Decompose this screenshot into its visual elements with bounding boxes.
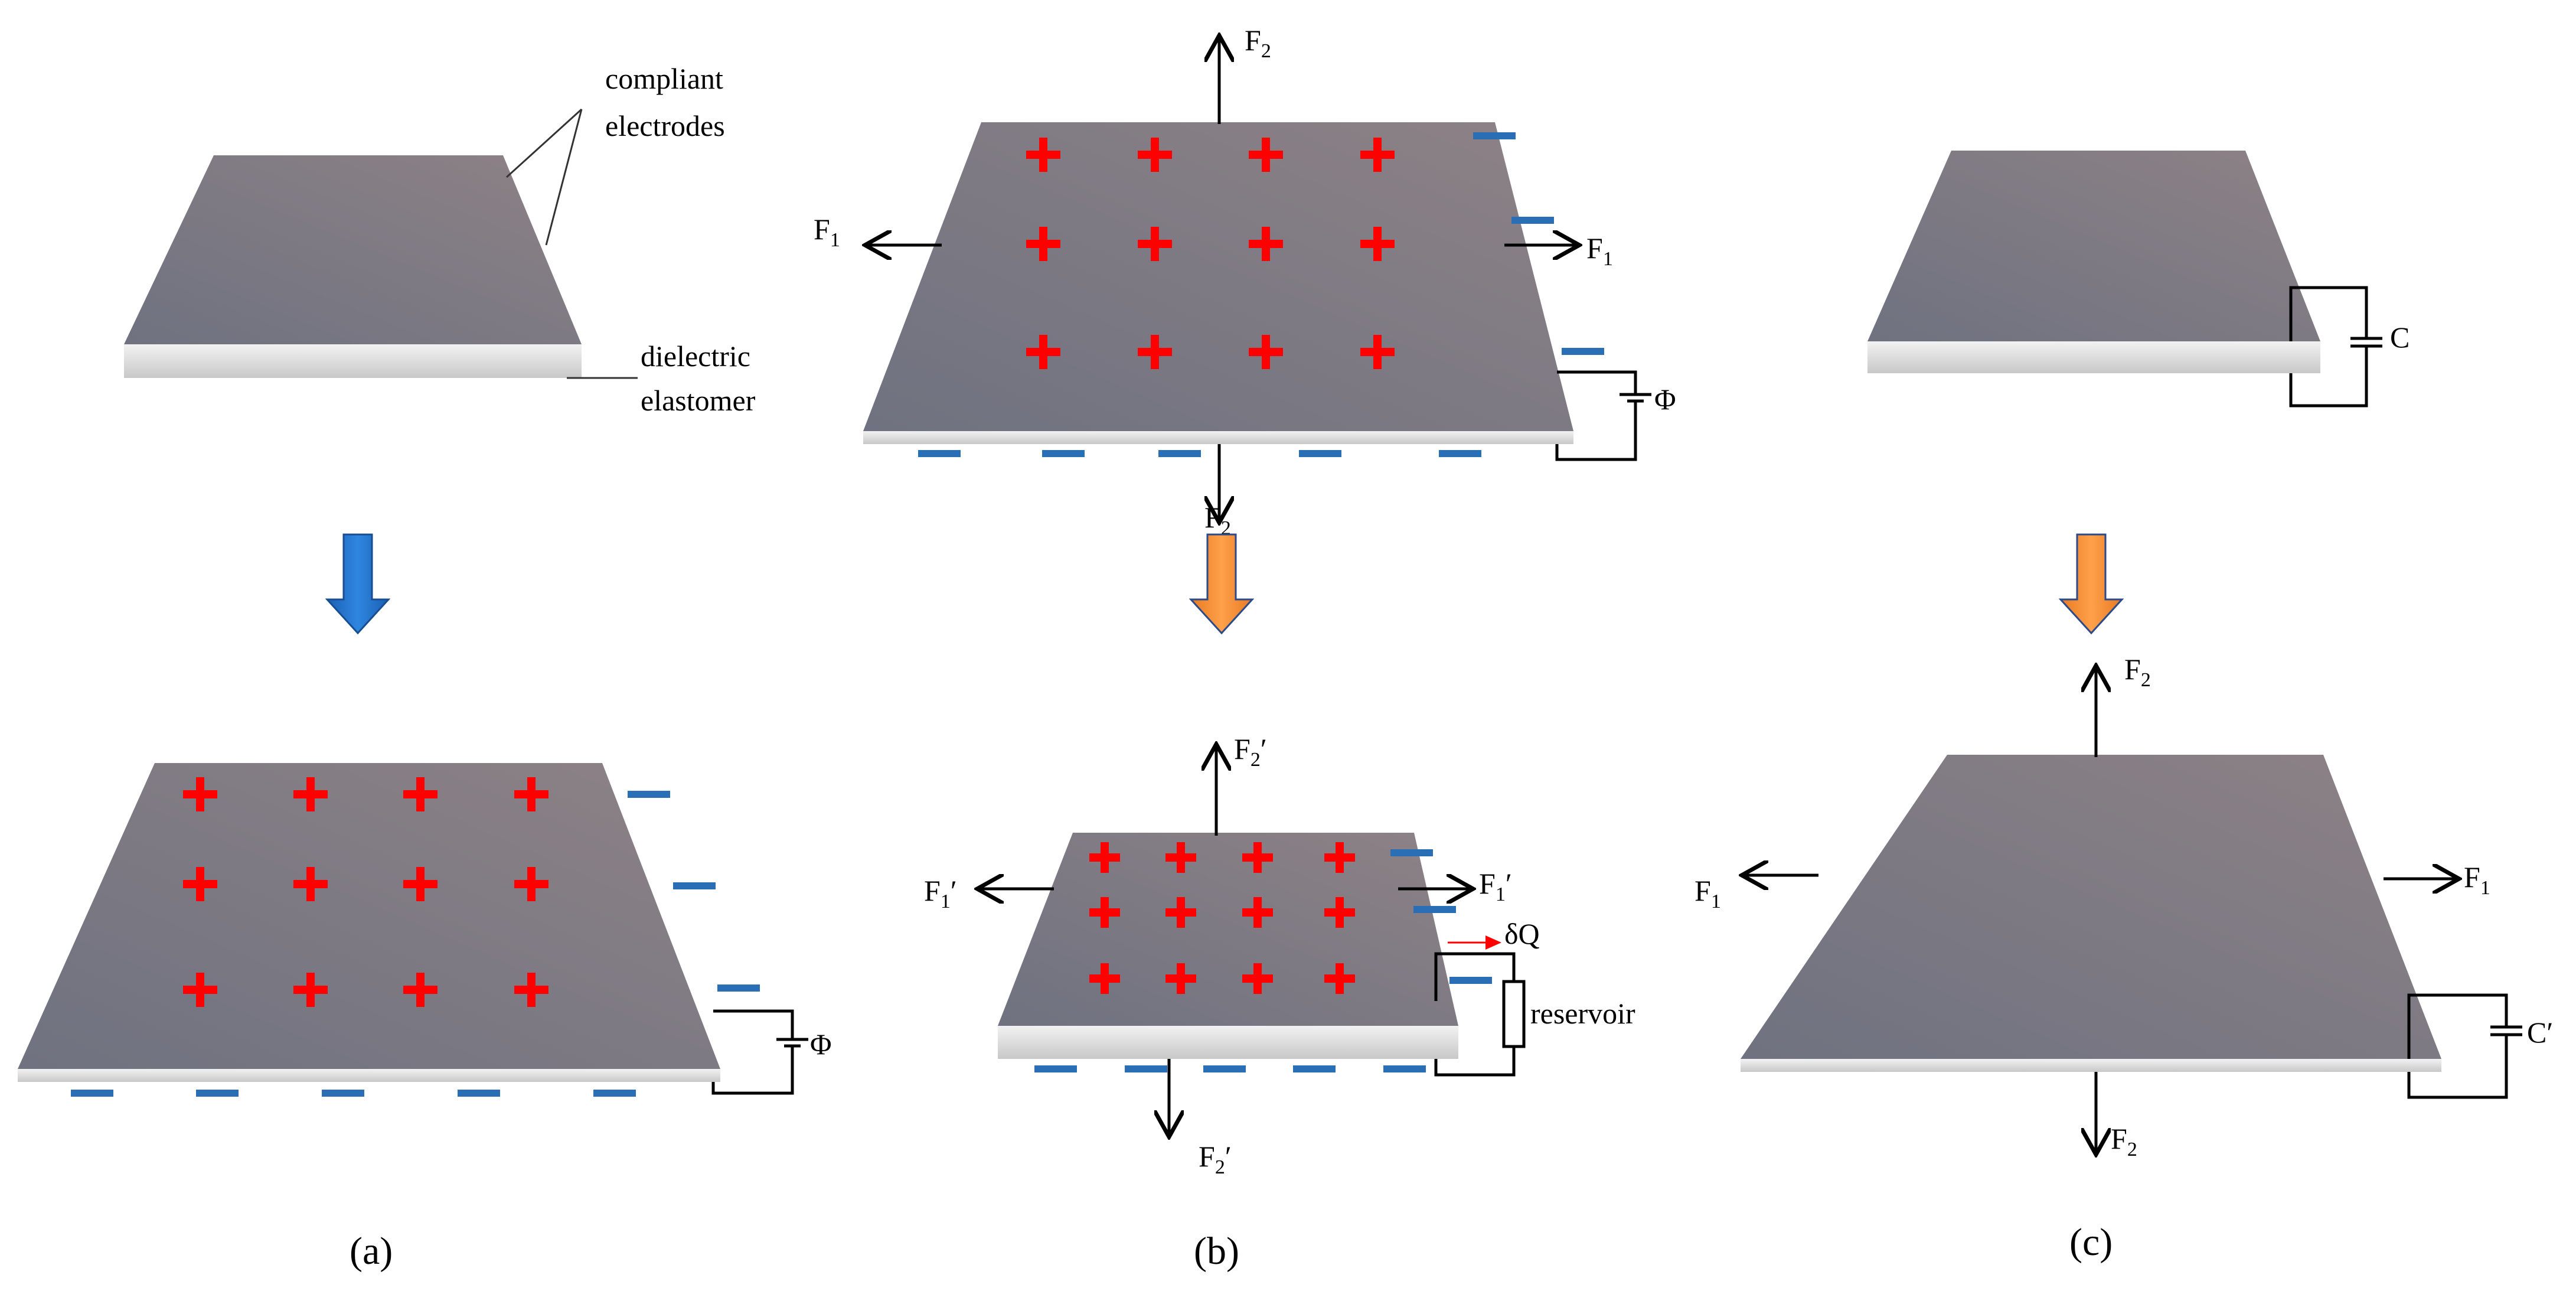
force-arrows-b-bottom: [980, 747, 1470, 1134]
minus-charges-a: [71, 791, 760, 1097]
force-f2-label: F2: [2111, 1122, 2137, 1160]
minus-charges-b: [918, 132, 1604, 457]
capacitance-label: C: [2390, 321, 2410, 354]
force-arrows-b-top: [868, 38, 1576, 520]
force-f2-label: F2: [1245, 24, 1271, 62]
compliant-label-1: compliant: [605, 62, 723, 95]
force-f1-label: F1: [1586, 232, 1613, 270]
force-f1-prime-label: F1′: [924, 874, 957, 912]
dielectric-label-1: dielectric: [641, 340, 750, 373]
force-f1-label: F1: [2464, 860, 2490, 899]
delta-q-label: δQ: [1504, 917, 1540, 950]
slab-b-bottom: [998, 833, 1458, 1059]
phi-label-b: Φ: [1654, 383, 1676, 416]
slab-c-top: [1867, 151, 2320, 373]
battery-icon: [1555, 370, 1651, 461]
down-arrow-icon: [1189, 533, 1255, 635]
capacitance-prime-label: C′: [2527, 1016, 2553, 1049]
plus-charges-a: [183, 777, 548, 1007]
force-f1-label: F1: [1695, 874, 1721, 912]
slab-a-top: [124, 155, 582, 378]
resistor-icon: [1434, 952, 1526, 1077]
force-f2-prime-label: F2′: [1199, 1140, 1232, 1178]
force-f2-label: F2: [2124, 653, 2151, 691]
slab-a-bottom: [18, 763, 720, 1082]
caption-a: (a): [350, 1230, 393, 1273]
leader-lines: [505, 108, 638, 379]
slab-b-top: [863, 122, 1573, 444]
capacitor-icon: [2407, 993, 2522, 1099]
compliant-label-2: electrodes: [605, 109, 725, 142]
minus-charges-b2: [1034, 849, 1492, 1072]
battery-icon: [711, 1009, 808, 1095]
down-arrow-icon: [325, 533, 391, 635]
slab-c-bottom: [1741, 755, 2441, 1072]
force-f1-prime-label: F1′: [1479, 867, 1512, 905]
force-arrows-c: [1745, 669, 2456, 1152]
force-f1-label: F1: [814, 213, 840, 251]
down-arrow-icon: [2058, 533, 2124, 635]
caption-c: (c): [2069, 1221, 2113, 1264]
dielectric-label-2: elastomer: [641, 384, 756, 417]
phi-label-a: Φ: [810, 1028, 832, 1061]
capacitor-icon: [2289, 286, 2382, 407]
plus-charges-b2: [1089, 842, 1355, 994]
force-f2-label: F2: [1204, 501, 1231, 539]
plus-charges-b: [1026, 138, 1395, 369]
reservoir-label: reservoir: [1530, 997, 1635, 1030]
caption-b: (b): [1194, 1230, 1239, 1273]
force-f2-prime-label: F2′: [1234, 732, 1267, 771]
